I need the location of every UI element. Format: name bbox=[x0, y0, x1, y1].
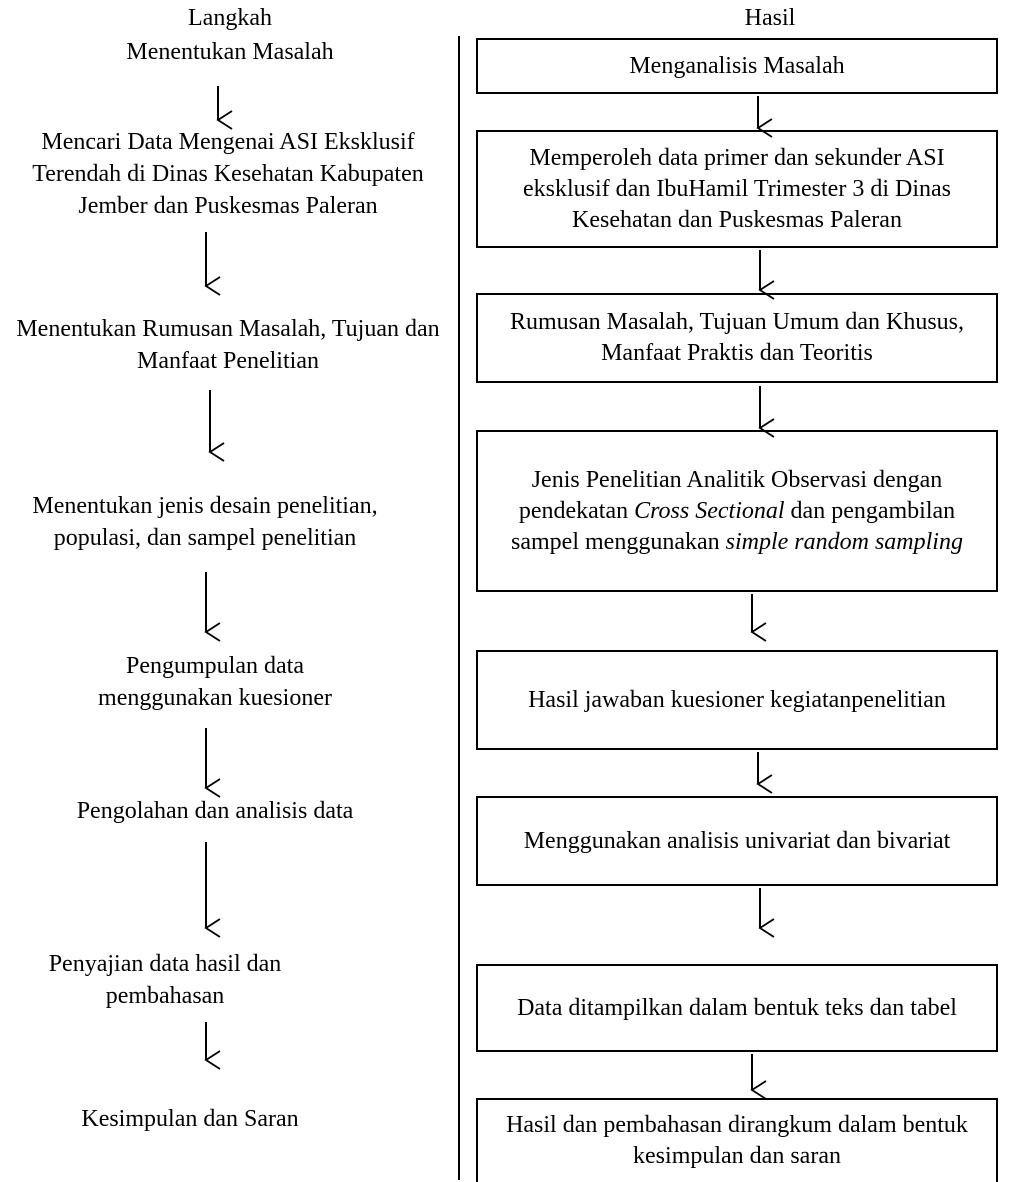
step-6-text: Pengolahan dan analisis data bbox=[76, 798, 354, 824]
result-box-6: Menggunakan analisis univariat dan bivar… bbox=[476, 796, 998, 886]
result-4-text: Jenis Penelitian Analitik Observasi deng… bbox=[511, 466, 963, 555]
result-box-7: Data ditampilkan dalam bentuk teks dan t… bbox=[476, 964, 998, 1052]
step-4-text: Menentukan jenis desain penelitian, popu… bbox=[32, 493, 378, 551]
step-1-text: Menentukan Masalah bbox=[126, 39, 334, 65]
result-box-5: Hasil jawaban kuesioner kegiatanpeneliti… bbox=[476, 650, 998, 750]
steps-header: Langkah bbox=[188, 5, 272, 31]
result-box-8: Hasil dan pembahasan dirangkum dalam ben… bbox=[476, 1098, 998, 1182]
result-7-text: Data ditampilkan dalam bentuk teks dan t… bbox=[517, 994, 957, 1021]
result-8-text: Hasil dan pembahasan dirangkum dalam ben… bbox=[506, 1112, 968, 1169]
result-3-text: Rumusan Masalah, Tujuan Umum dan Khusus,… bbox=[509, 309, 964, 366]
result-1-text: Menganalisis Masalah bbox=[629, 52, 845, 79]
result-box-3: Rumusan Masalah, Tujuan Umum dan Khusus,… bbox=[476, 293, 998, 383]
column-divider bbox=[458, 36, 460, 1180]
step-2-text: Mencari Data Mengenai ASI Eksklusif Tere… bbox=[32, 129, 424, 219]
result-box-2: Memperoleh data primer dan sekunder ASI … bbox=[476, 130, 998, 248]
result-2-text: Memperoleh data primer dan sekunder ASI … bbox=[523, 144, 951, 233]
result-6-text: Menggunakan analisis univariat dan bivar… bbox=[523, 827, 951, 854]
step-5-text: Pengumpulan data menggunakan kuesioner bbox=[98, 653, 332, 711]
step-7-text: Penyajian data hasil dan pembahasan bbox=[48, 951, 282, 1009]
result-4-emphasis-2: simple random sampling bbox=[725, 528, 963, 555]
results-header: Hasil bbox=[744, 5, 796, 31]
result-5-text: Hasil jawaban kuesioner kegiatanpeneliti… bbox=[528, 686, 946, 713]
result-4-emphasis-1: Cross Sectional bbox=[634, 497, 785, 524]
result-box-1: Menganalisis Masalah bbox=[476, 38, 998, 94]
step-8-text: Kesimpulan dan Saran bbox=[81, 1106, 299, 1132]
result-box-4: Jenis Penelitian Analitik Observasi deng… bbox=[476, 430, 998, 592]
step-3-text: Menentukan Rumusan Masalah, Tujuan dan M… bbox=[16, 316, 440, 374]
